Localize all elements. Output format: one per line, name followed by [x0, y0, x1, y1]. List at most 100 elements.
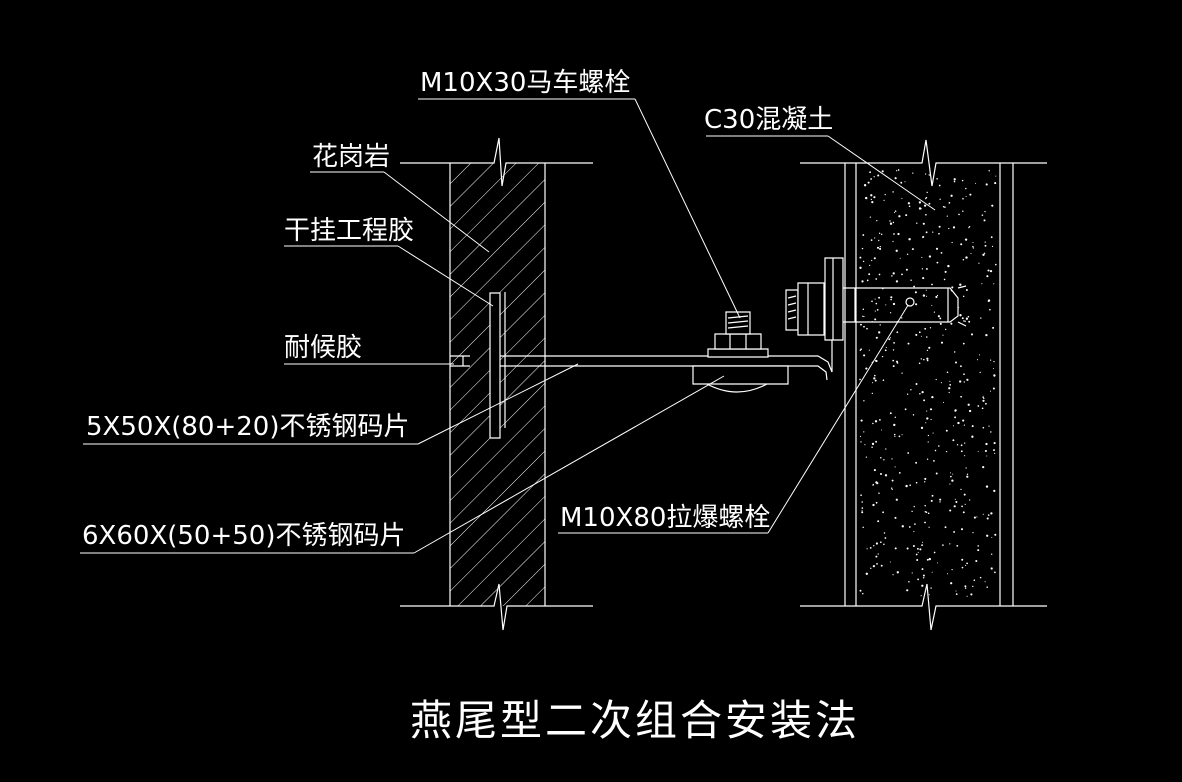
concrete-speckle [876, 246, 880, 249]
concrete-speckle [925, 289, 927, 291]
concrete-speckle [889, 561, 891, 563]
concrete-speckle [913, 531, 915, 533]
concrete-speckle [875, 555, 878, 558]
concrete-speckle [870, 194, 873, 197]
concrete-speckle [947, 264, 950, 268]
concrete-speckle [926, 410, 928, 412]
concrete-speckle [984, 210, 986, 213]
concrete-speckle [960, 365, 962, 368]
concrete-speckle [993, 374, 996, 377]
concrete-speckle [882, 379, 885, 381]
concrete-speckle [917, 578, 920, 581]
concrete-speckle [939, 198, 941, 200]
label-concrete-c30: C30混凝土 [704, 105, 834, 135]
concrete-speckle [872, 564, 876, 568]
concrete-speckle [860, 323, 862, 326]
concrete-speckle [935, 378, 937, 381]
concrete-speckle [863, 431, 865, 433]
concrete-speckle [892, 221, 895, 224]
concrete-speckle [966, 473, 969, 475]
concrete-speckle [993, 489, 996, 493]
concrete-speckle [985, 402, 987, 405]
concrete-speckle [928, 526, 930, 528]
concrete-speckle [912, 414, 915, 416]
concrete-speckle [879, 419, 881, 421]
concrete-speckle [928, 202, 931, 205]
concrete-speckle [894, 177, 897, 180]
concrete-speckle [864, 444, 866, 446]
concrete-speckle [863, 400, 865, 402]
concrete-speckle [992, 387, 995, 390]
concrete-speckle [895, 170, 898, 172]
concrete-speckle [880, 457, 882, 459]
concrete-speckle [891, 479, 894, 482]
concrete-speckle [953, 178, 956, 181]
concrete-speckle [908, 205, 911, 208]
concrete-speckle [878, 331, 881, 334]
concrete-speckle [981, 283, 983, 285]
concrete-speckle [924, 505, 926, 507]
concrete-speckle [929, 408, 933, 411]
concrete-speckle [878, 232, 881, 235]
concrete-speckle [921, 568, 924, 571]
concrete-speckle [983, 219, 986, 222]
concrete-speckle [963, 424, 965, 426]
concrete-speckle [983, 252, 986, 254]
concrete-speckle [924, 173, 927, 175]
concrete-speckle [959, 314, 962, 317]
concrete-speckle [959, 283, 962, 286]
leader-dot [906, 298, 914, 306]
concrete-speckle [907, 342, 910, 345]
concrete-speckle [960, 243, 963, 246]
concrete-speckle [945, 429, 948, 432]
drawing-title: 燕尾型二次组合安装法 [410, 696, 861, 745]
concrete-speckle [918, 362, 921, 365]
concrete-speckle [948, 202, 951, 204]
concrete-speckle [990, 512, 993, 515]
concrete-speckle [901, 273, 903, 276]
concrete-speckle [925, 198, 927, 200]
concrete-speckle [945, 450, 948, 453]
concrete-speckle [893, 342, 895, 344]
concrete-speckle [914, 291, 917, 294]
concrete-speckle [936, 294, 939, 297]
concrete-speckle [901, 372, 903, 374]
concrete-speckle [932, 432, 934, 434]
concrete-speckle [921, 544, 924, 547]
concrete-speckle [986, 586, 988, 588]
concrete-speckle [896, 571, 899, 574]
concrete-speckle [972, 247, 975, 249]
concrete-speckle [875, 501, 878, 504]
concrete-speckle [875, 440, 878, 443]
concrete-speckle [960, 395, 962, 398]
concrete-speckle [874, 374, 876, 377]
concrete-speckle [893, 423, 896, 427]
concrete-speckle [955, 593, 958, 595]
concrete-speckle [952, 473, 954, 475]
concrete-speckle [963, 381, 965, 383]
concrete-speckle [977, 405, 980, 407]
concrete-speckle [897, 232, 900, 236]
concrete-speckle [907, 202, 911, 205]
concrete-speckle [985, 485, 989, 488]
concrete-speckle [958, 213, 960, 216]
concrete-speckle [991, 204, 994, 207]
concrete-speckle [967, 403, 970, 406]
concrete-speckle [879, 245, 881, 248]
concrete-speckle [898, 215, 901, 218]
concrete-speckle [925, 511, 928, 513]
concrete-speckle [875, 278, 878, 280]
concrete-speckle [951, 479, 954, 482]
concrete-speckle [951, 286, 954, 289]
concrete-speckle [966, 562, 968, 565]
concrete-speckle [890, 298, 892, 301]
concrete-speckle [950, 582, 953, 585]
concrete-speckle [915, 333, 918, 336]
concrete-speckle [939, 322, 942, 325]
concrete-speckle [965, 564, 967, 566]
concrete-speckle [901, 434, 903, 436]
concrete-speckle [975, 182, 977, 184]
concrete-speckle [922, 541, 924, 543]
concrete-speckle [885, 448, 887, 450]
glue-slot [490, 293, 500, 438]
